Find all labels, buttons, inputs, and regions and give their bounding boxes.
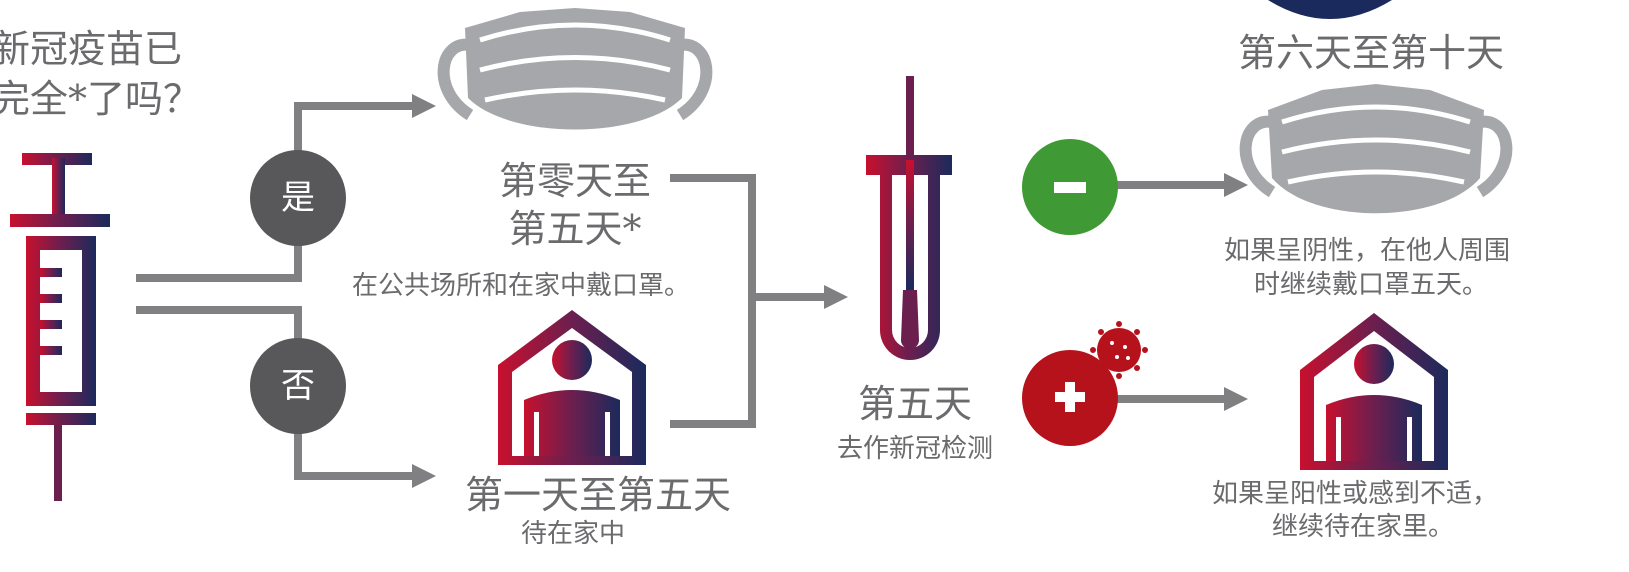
home-period-title: 第一天至第五天: [464, 473, 731, 517]
positive-result-icon: [1022, 350, 1118, 446]
navy-circle-partial-icon: [1268, 0, 1392, 19]
no-badge: 否: [250, 338, 346, 434]
test-tube-icon: [866, 76, 952, 360]
mask-period-title-line-2: 第五天*: [508, 207, 642, 251]
stay-home-house-icon: [498, 310, 646, 465]
face-mask-icon-2: [1239, 84, 1513, 214]
home-period-caption: 待在家中: [520, 519, 625, 549]
mask-period-caption: 在公共场所和在家中戴口罩。: [352, 271, 691, 301]
negative-arrow: [1116, 173, 1248, 197]
face-mask-icon: [437, 8, 713, 130]
test-day-caption: 去作新冠检测: [836, 434, 993, 464]
yes-badge: 是: [250, 150, 346, 246]
virus-icon: [1090, 321, 1148, 379]
stay-home-house-icon-2: [1300, 313, 1448, 470]
extended-mask-period-title: 第六天至第十天: [1237, 31, 1504, 75]
negative-caption-line-2: 时继续戴口罩五天。: [1254, 270, 1489, 300]
question-line-2: 完全*了吗？: [0, 77, 202, 121]
negative-result-icon: [1022, 139, 1118, 235]
positive-arrow: [1116, 387, 1248, 411]
merge-connector: [670, 174, 848, 428]
mask-period-title-line-1: 第零天至: [498, 159, 651, 203]
negative-caption-line-1: 如果呈阴性，在他人周围: [1224, 236, 1511, 266]
test-day-title: 第五天: [857, 382, 972, 426]
positive-caption-line-1: 如果呈阳性或感到不适，: [1212, 479, 1499, 509]
positive-caption-line-2: 继续待在家里。: [1272, 512, 1455, 542]
question-line-1: 新冠疫苗已: [0, 27, 183, 71]
syringe-icon: [10, 153, 110, 501]
